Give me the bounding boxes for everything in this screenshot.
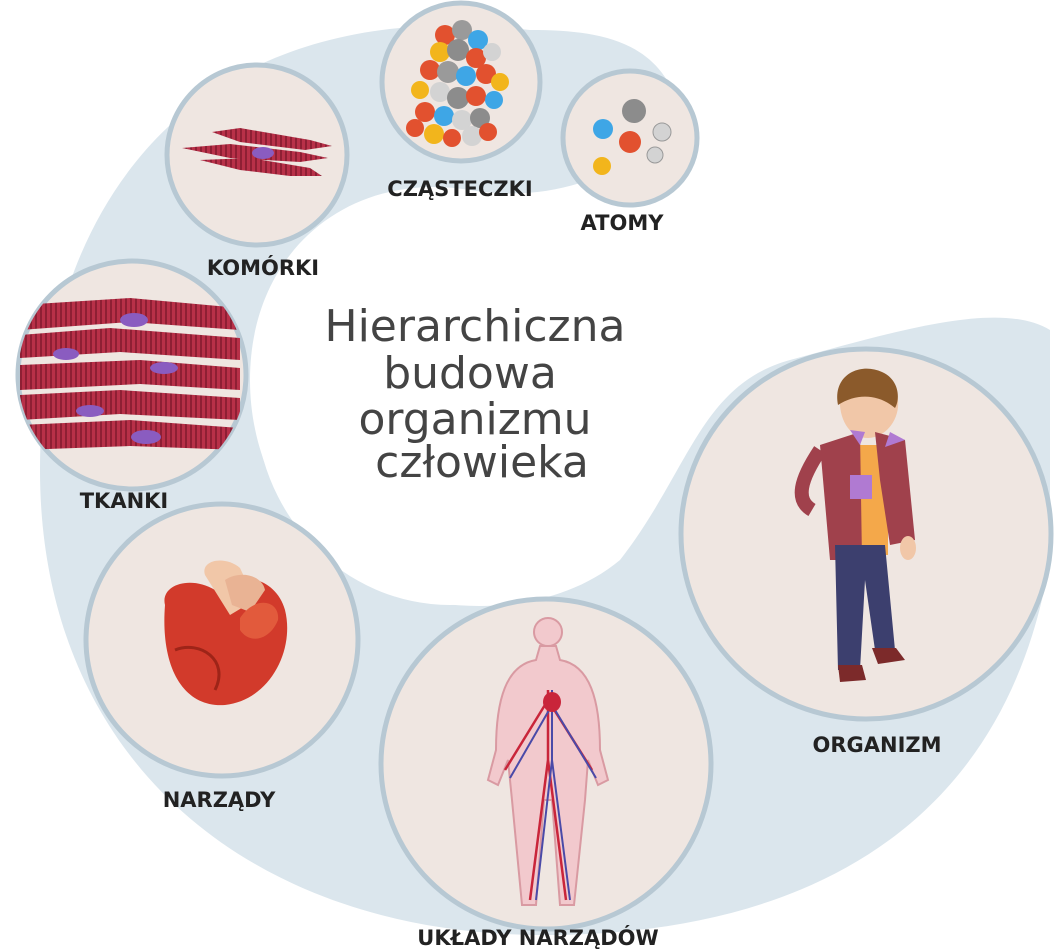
organs-label: NARZĄDY xyxy=(163,788,276,812)
title-line-1: Hierarchiczna xyxy=(325,301,626,352)
molecules-label: CZĄSTECZKI xyxy=(387,177,532,201)
atoms-label: ATOMY xyxy=(581,211,665,235)
cells-label: KOMÓRKI xyxy=(207,255,319,280)
atoms-node: ATOMY xyxy=(563,71,697,235)
organ-systems-label: UKŁADY NARZĄDÓW xyxy=(417,925,658,950)
organism-label: ORGANIZM xyxy=(812,733,941,757)
muscle-tissue-icon xyxy=(20,298,240,450)
tissues-label: TKANKI xyxy=(80,489,169,513)
title-line-4: człowieka xyxy=(375,437,589,488)
title-line-2: budowa xyxy=(383,348,557,399)
